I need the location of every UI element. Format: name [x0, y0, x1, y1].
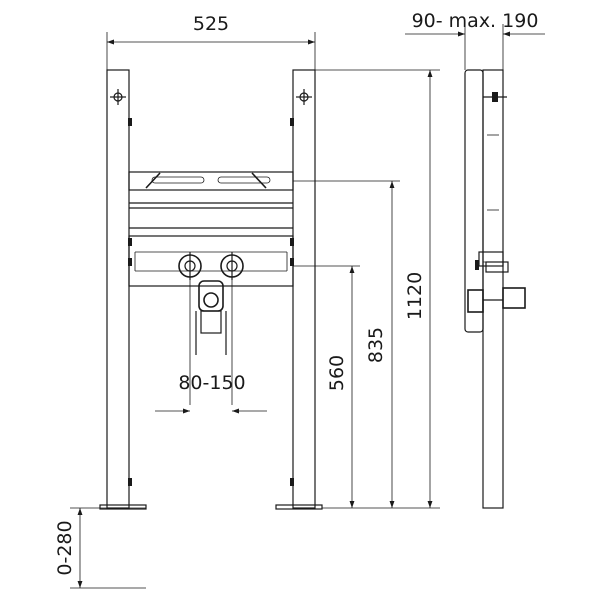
width-label: 525 — [193, 13, 229, 35]
right-post — [292, 69, 316, 509]
mounting-plate — [128, 235, 294, 287]
height-835-label: 835 — [365, 327, 387, 363]
side-view — [464, 69, 526, 509]
height-1120-label: 1120 — [404, 272, 426, 320]
fitting-bracket — [467, 251, 526, 313]
water-connection-icon — [178, 252, 202, 280]
spacing-label: 80-150 — [178, 372, 245, 394]
dimension-connection-spacing: 80-150 — [155, 372, 267, 414]
left-foot — [99, 504, 147, 510]
floor-adjust-label: 0-280 — [54, 520, 76, 575]
dimension-floor-adjust: 0-280 — [54, 507, 146, 589]
dimension-835: 835 — [293, 180, 400, 508]
dimension-560: 560 — [293, 265, 360, 508]
upper-cross-rail — [128, 171, 294, 229]
post-screws — [128, 118, 294, 486]
right-foot — [275, 504, 323, 510]
height-560-label: 560 — [326, 355, 348, 391]
anchor-icon — [296, 89, 312, 105]
dimension-width: 525 — [106, 13, 316, 70]
anchor-icon — [110, 89, 126, 105]
dimension-depth: 90- max. 190 — [405, 10, 545, 70]
front-view — [99, 69, 323, 510]
left-post — [106, 69, 130, 509]
anchor-icon — [483, 92, 507, 102]
drain-icon — [195, 280, 227, 355]
depth-label: 90- max. 190 — [412, 10, 539, 32]
water-connection-icon — [220, 252, 244, 280]
dimension-total-height: 1120 — [315, 69, 440, 508]
